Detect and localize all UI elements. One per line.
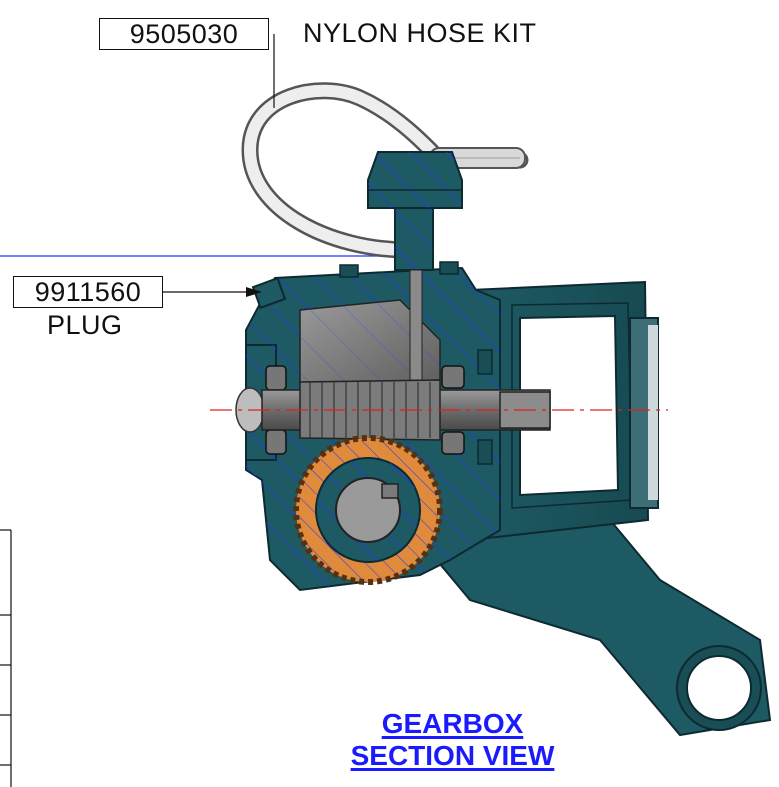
view-title: GEARBOX SECTION VIEW [320,708,585,772]
leader-line-plug [153,287,262,297]
gearbox-housing [235,151,772,737]
part-description-hose: NYLON HOSE KIT [303,18,537,48]
part-description-plug: PLUG [47,310,123,340]
view-title-line2: SECTION VIEW [350,740,555,771]
title-block-border [0,255,400,787]
view-title-line1: GEARBOX [381,708,524,739]
sector-gear [293,435,443,585]
part-number-label-plug: 9911560 [13,276,163,308]
part-number-label-hose: 9505030 [99,18,269,50]
